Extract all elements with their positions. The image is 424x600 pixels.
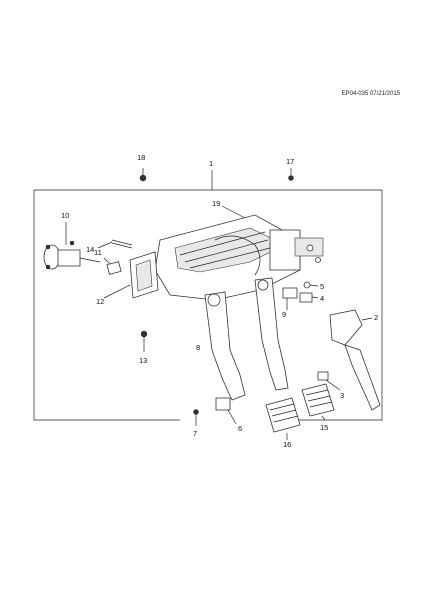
- switch-5: [303, 281, 319, 289]
- callout-labels: 1 2 3 4 5 6 7 8 9 10 11 12 13 14 15 16 1…: [61, 153, 378, 449]
- callout-14: 14: [86, 245, 94, 254]
- callout-19: 19: [212, 199, 220, 208]
- callout-18: 18: [137, 153, 145, 162]
- brake-pedal: [254, 277, 289, 391]
- nut-3: [317, 371, 341, 391]
- bolt-17: [288, 168, 294, 181]
- callout-9: 9: [282, 310, 286, 319]
- accelerator-pedal: [329, 309, 381, 411]
- callout-16: 16: [283, 440, 291, 449]
- bolt-7: [193, 409, 199, 426]
- pedal-pad-16: [265, 397, 301, 440]
- callout-17: 17: [286, 157, 294, 166]
- nut-18: [139, 168, 147, 182]
- part-11: [103, 257, 122, 275]
- nut-13: [140, 330, 148, 352]
- assembly-boundary: [34, 189, 383, 421]
- callout-12: 12: [96, 297, 104, 306]
- pedal-bracket: [154, 214, 324, 301]
- callout-1: 1: [209, 159, 213, 168]
- switch-4: [299, 292, 319, 303]
- callout-11: 11: [94, 248, 102, 257]
- callout-6: 6: [238, 424, 242, 433]
- master-cylinder: [43, 222, 101, 270]
- callout-5: 5: [320, 282, 324, 291]
- callout-10: 10: [61, 211, 69, 220]
- pushrod: [97, 239, 133, 249]
- callout-3: 3: [340, 391, 344, 400]
- bracket-plate: [103, 251, 159, 299]
- drawing-code: EP04-035 07/21/2015: [341, 91, 400, 97]
- switch-6: [215, 397, 237, 425]
- callout-15: 15: [320, 423, 328, 432]
- clutch-pedal: [204, 291, 246, 401]
- callout-8: 8: [196, 343, 200, 352]
- switch-9: [282, 287, 298, 310]
- callout-7: 7: [193, 429, 197, 438]
- callout-13: 13: [139, 356, 147, 365]
- pedal-pad-15: [301, 383, 335, 421]
- callout-2: 2: [374, 313, 378, 322]
- callout-4: 4: [320, 294, 324, 303]
